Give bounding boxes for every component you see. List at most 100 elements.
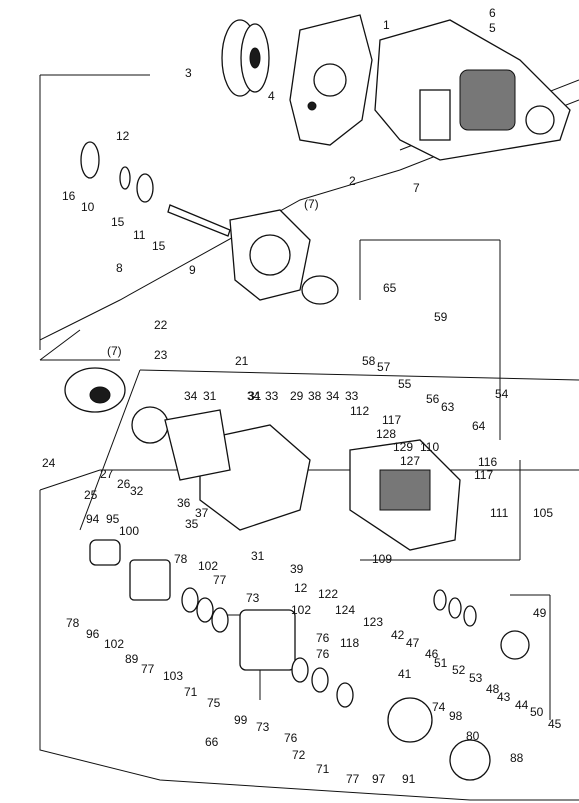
callout-l34a: 34 bbox=[184, 389, 198, 403]
callout-l116: 116 bbox=[478, 455, 497, 469]
callout-l26: 26 bbox=[117, 477, 131, 491]
callout-l76c: 76 bbox=[284, 731, 298, 745]
callout-l97: 97 bbox=[372, 772, 386, 786]
callout-l38: 38 bbox=[308, 389, 322, 403]
part-pump-assembly-7 bbox=[374, 19, 571, 161]
part-shaft-9 bbox=[80, 141, 231, 237]
part-rings bbox=[181, 587, 477, 708]
callout-l7: 7 bbox=[413, 181, 420, 195]
part-plates-lower bbox=[89, 539, 530, 781]
callout-l27: 27 bbox=[100, 467, 114, 481]
callout-l32: 32 bbox=[130, 484, 144, 498]
callout-l24: 24 bbox=[42, 456, 56, 470]
callout-l11: 11 bbox=[133, 228, 146, 242]
callout-l31c: 31 bbox=[251, 549, 265, 563]
callout-l16: 16 bbox=[62, 189, 76, 203]
callout-l15a: 15 bbox=[111, 215, 125, 229]
callout-l54: 54 bbox=[495, 387, 509, 401]
callout-l95: 95 bbox=[106, 512, 120, 526]
callout-l55: 55 bbox=[398, 377, 412, 391]
callout-l73a: 73 bbox=[246, 591, 260, 605]
callout-l123: 123 bbox=[363, 615, 383, 629]
callout-l117: 117 bbox=[382, 413, 401, 427]
part-cover-1 bbox=[289, 14, 373, 146]
callout-l36: 36 bbox=[177, 496, 191, 510]
callout-l42: 42 bbox=[391, 628, 405, 642]
callout-l91: 91 bbox=[402, 772, 416, 786]
callout-l31a: 31 bbox=[203, 389, 217, 403]
callout-l76a: 76 bbox=[316, 631, 330, 645]
callout-l71a: 71 bbox=[184, 685, 198, 699]
callout-l53: 53 bbox=[469, 671, 483, 685]
callout-l127: 127 bbox=[400, 454, 420, 468]
callout-l57: 57 bbox=[377, 360, 391, 374]
callout-l100: 100 bbox=[119, 524, 139, 538]
callout-l109: 109 bbox=[372, 552, 392, 566]
callout-l105: 105 bbox=[533, 506, 553, 520]
callout-l63: 63 bbox=[441, 400, 455, 414]
callout-l72: 72 bbox=[292, 748, 306, 762]
callout-l44: 44 bbox=[515, 698, 529, 712]
callout-l64: 64 bbox=[472, 419, 486, 433]
part-regulator-105 bbox=[349, 439, 461, 551]
callout-l33b: 33 bbox=[345, 389, 359, 403]
callout-l5: 5 bbox=[489, 21, 496, 35]
callout-l102a: 102 bbox=[198, 559, 218, 573]
callout-l75: 75 bbox=[207, 696, 221, 710]
callout-l117b: 117 bbox=[474, 468, 493, 482]
callout-l1: 1 bbox=[383, 18, 390, 32]
callout-l29: 29 bbox=[290, 389, 304, 403]
callout-l41: 41 bbox=[398, 667, 412, 681]
callout-l7c: (7) bbox=[107, 344, 122, 358]
callout-l34b: 34 bbox=[247, 389, 261, 403]
callout-l58: 58 bbox=[362, 354, 376, 368]
callout-l8: 8 bbox=[116, 261, 123, 275]
callout-l48: 48 bbox=[486, 682, 500, 696]
callout-l21: 21 bbox=[235, 354, 249, 368]
callout-l80: 80 bbox=[466, 729, 480, 743]
part-coupling-3 bbox=[221, 19, 270, 97]
callout-l78b: 78 bbox=[66, 616, 80, 630]
callout-l22: 22 bbox=[154, 318, 168, 332]
callout-l6: 6 bbox=[489, 6, 496, 20]
callout-l25: 25 bbox=[84, 488, 98, 502]
callout-l4: 4 bbox=[268, 89, 275, 103]
callout-l128: 128 bbox=[376, 427, 396, 441]
callout-l102b: 102 bbox=[291, 603, 311, 617]
callout-l39: 39 bbox=[290, 562, 304, 576]
part-valve-block bbox=[131, 406, 311, 531]
callout-l122: 122 bbox=[318, 587, 338, 601]
callout-l46: 46 bbox=[425, 647, 439, 661]
callout-l73b: 73 bbox=[256, 720, 270, 734]
callout-l56: 56 bbox=[426, 392, 440, 406]
callout-l12: 12 bbox=[116, 129, 130, 143]
callout-l77a: 77 bbox=[213, 573, 227, 587]
callout-l47: 47 bbox=[406, 636, 420, 650]
callout-l43: 43 bbox=[497, 690, 511, 704]
callout-l50: 50 bbox=[530, 705, 544, 719]
callout-l118: 118 bbox=[340, 636, 359, 650]
callout-l65: 65 bbox=[383, 281, 397, 295]
callout-l112: 112 bbox=[350, 404, 369, 418]
part-housing-7b bbox=[229, 209, 339, 305]
callout-l37: 37 bbox=[195, 506, 209, 520]
callout-l96: 96 bbox=[86, 627, 100, 641]
callout-l34c: 34 bbox=[326, 389, 340, 403]
callout-l77c: 77 bbox=[346, 772, 360, 786]
callout-l7b: (7) bbox=[304, 197, 319, 211]
callout-l10: 10 bbox=[81, 200, 95, 214]
callout-l98: 98 bbox=[449, 709, 463, 723]
callout-l49: 49 bbox=[533, 606, 547, 620]
callout-l76b: 76 bbox=[316, 647, 330, 661]
callout-l66: 66 bbox=[205, 735, 219, 749]
callout-l111: 111 bbox=[490, 506, 509, 520]
callout-l99: 99 bbox=[234, 713, 248, 727]
callout-l102c: 102 bbox=[104, 637, 124, 651]
callout-l124: 124 bbox=[335, 603, 355, 617]
callout-l94: 94 bbox=[86, 512, 100, 526]
callout-l31b: 31 bbox=[248, 389, 262, 403]
callout-l59: 59 bbox=[434, 310, 448, 324]
callout-l23: 23 bbox=[154, 348, 168, 362]
callout-l71b: 71 bbox=[316, 762, 330, 776]
